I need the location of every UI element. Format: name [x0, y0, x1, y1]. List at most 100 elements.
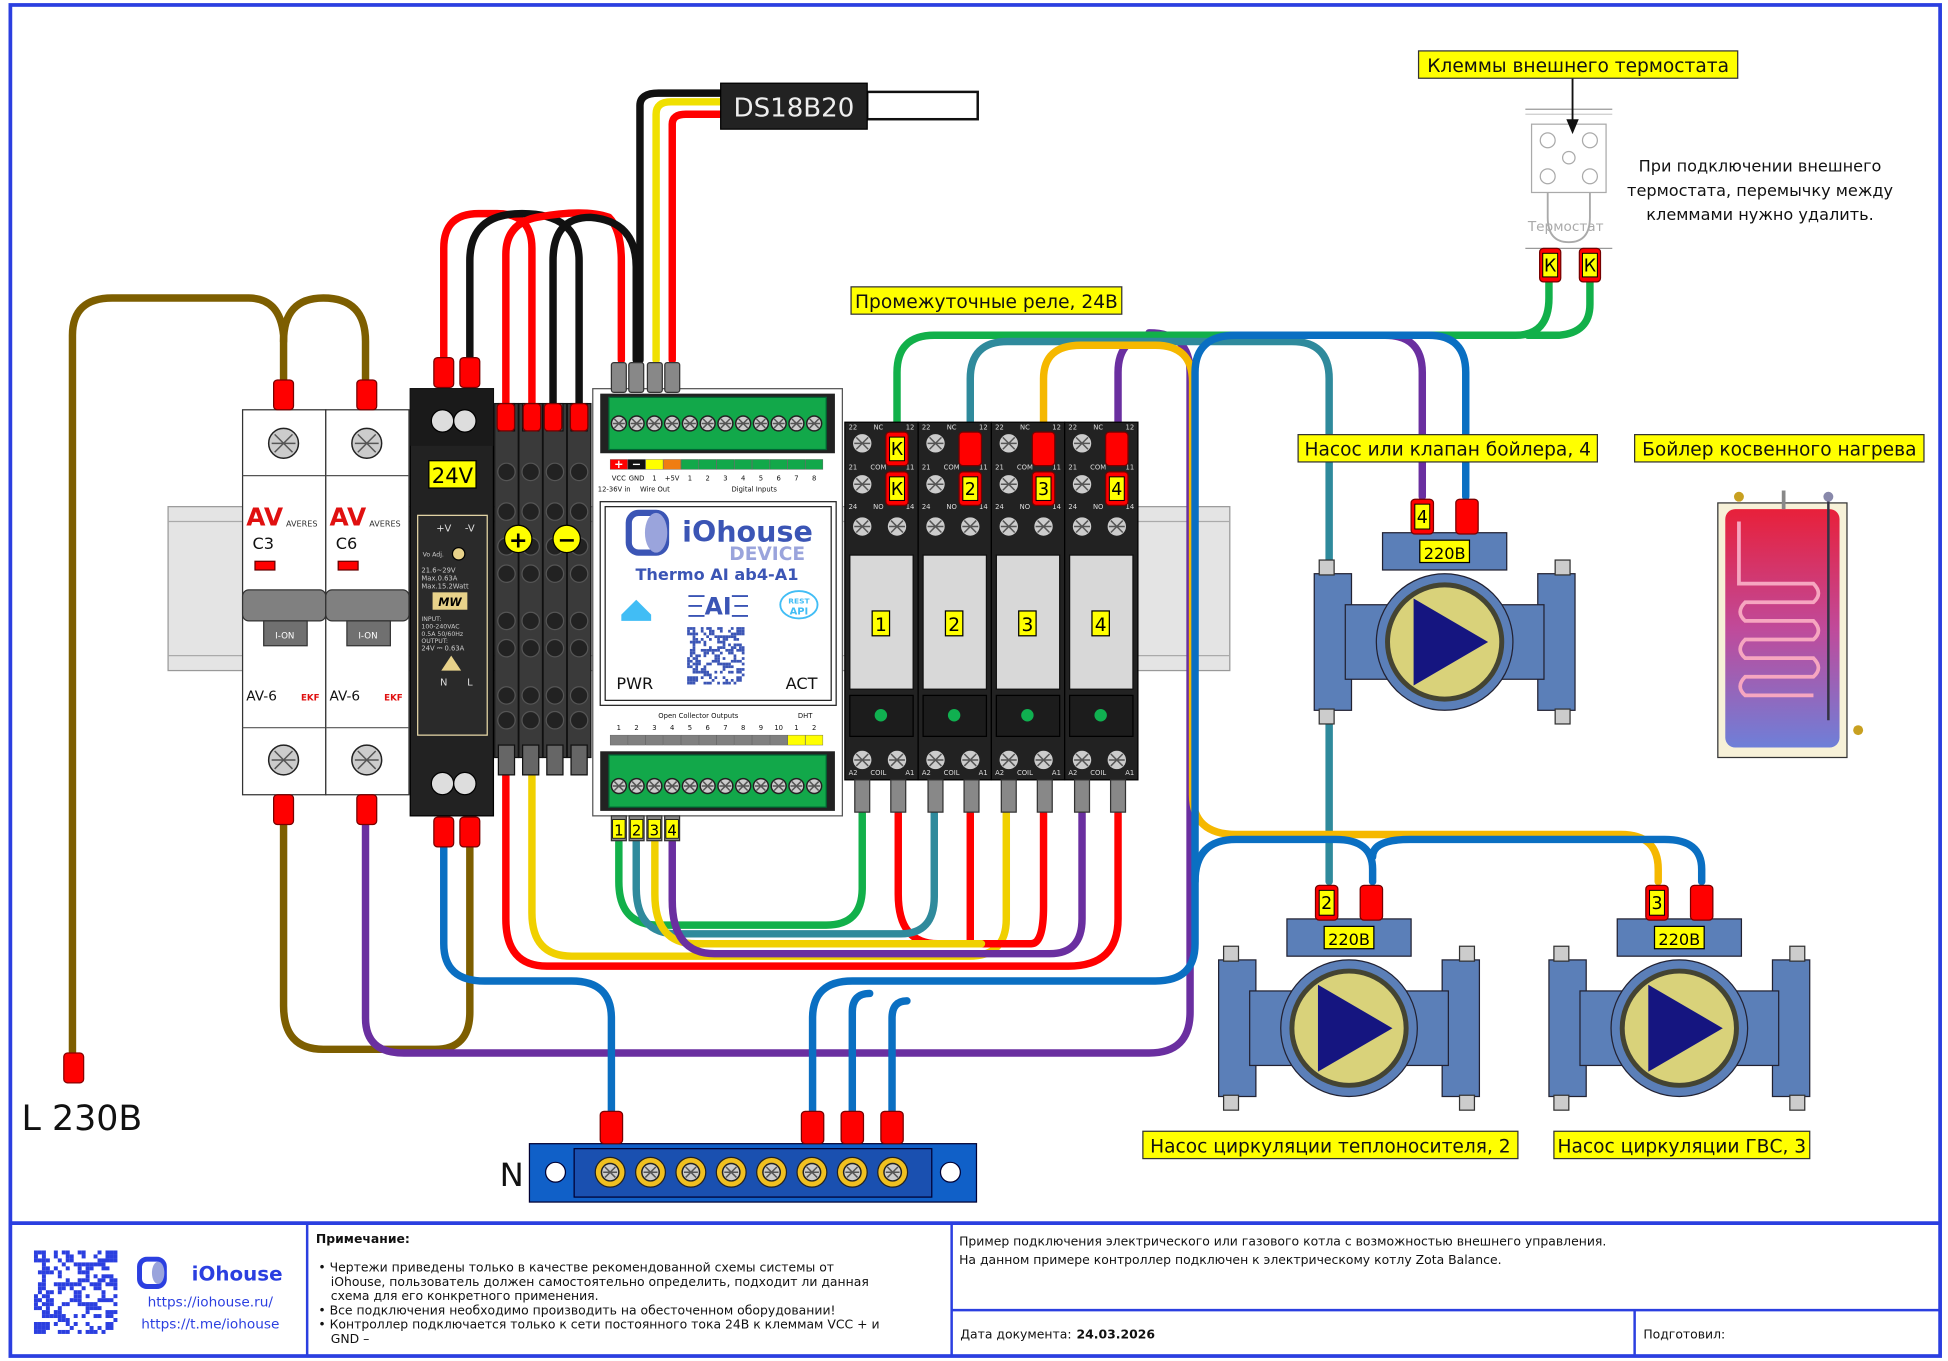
neutral-label: N [500, 1156, 524, 1194]
wire-blue-pump3 [1368, 835, 1706, 886]
qr-module [709, 632, 712, 636]
qr-module [81, 1262, 86, 1267]
relay-terminal-label: 21 [1068, 463, 1077, 471]
qr-module [33, 1322, 38, 1326]
controller-terminal-screw-icon [770, 415, 787, 432]
qr-module [709, 673, 712, 677]
qr-module [97, 1262, 102, 1267]
terminal-hole [497, 564, 516, 584]
qr-module [69, 1286, 74, 1291]
psu-plus-label: +V [436, 523, 451, 534]
qr-module [709, 662, 712, 666]
breaker-bottom-ferrule [273, 794, 295, 826]
qr-module [113, 1282, 118, 1287]
wire-red-psu-plus [440, 209, 536, 408]
qr-module [700, 638, 704, 641]
relay-screw-icon [924, 515, 947, 538]
relay-terminal-label: NC [1020, 424, 1030, 432]
relay-screw-icon [851, 473, 873, 495]
qr-module [739, 668, 742, 671]
relay-screw-icon [998, 432, 1020, 454]
psu-specs: Max.0.63A [421, 575, 457, 583]
qr-module [741, 657, 745, 660]
qr-module [736, 632, 740, 636]
note-line: • Контроллер подключается только к сети … [318, 1317, 879, 1332]
relay-screw-icon [959, 749, 981, 771]
qr-module [706, 651, 710, 655]
breaker-brand: AVERES [369, 520, 400, 529]
breaker-model: AV-6 [330, 688, 361, 704]
qr-module [97, 1298, 102, 1303]
qr-module [53, 1250, 58, 1255]
busbar-ferrule [800, 1110, 825, 1145]
breaker-handle[interactable] [241, 589, 327, 622]
qr-module [85, 1266, 90, 1271]
input-pin-label: GND [629, 475, 645, 483]
qr-module [730, 646, 734, 649]
breaker-logo: AV [246, 502, 284, 531]
plus-bus-icon [503, 524, 533, 554]
input-color-strip [716, 459, 735, 470]
qr-module [45, 1270, 50, 1275]
wire-sensor-black [636, 89, 725, 364]
output-color-strip [716, 734, 735, 746]
ferrule-tag: 2 [1321, 894, 1332, 914]
breaker-handle[interactable] [325, 589, 410, 622]
qr-module [700, 627, 704, 630]
qr-module [730, 659, 734, 663]
qr-module [37, 1329, 42, 1334]
qr-module [725, 679, 729, 682]
busbar-screw-icon [762, 1162, 782, 1182]
terminal-hole [569, 638, 589, 658]
qr-module [93, 1306, 98, 1311]
qr-module [692, 681, 696, 685]
qr-module [730, 670, 734, 674]
input-color-strip [805, 459, 824, 470]
footer-qr-code[interactable] [33, 1250, 118, 1334]
relay-terminal-label: COIL [1090, 769, 1106, 777]
voltage-adjust-knob[interactable] [451, 547, 466, 561]
relay-terminal-label: 11 [1126, 463, 1135, 471]
site-link[interactable]: https://iohouse.ru/ [148, 1294, 274, 1310]
input-color-strip [645, 459, 664, 470]
breaker-rating: C3 [253, 534, 275, 553]
label-thermostat-terminals: Клеммы внешнего термостата [1417, 50, 1739, 79]
coil-ferrule [1000, 779, 1017, 813]
relay-led-indicator [1094, 709, 1107, 722]
qr-module [109, 1298, 114, 1303]
qr-module [41, 1250, 46, 1255]
output-pin-label: 7 [723, 724, 727, 732]
qr-module [706, 670, 710, 674]
qr-module [714, 676, 718, 680]
controller-terminal-screw-icon [681, 415, 699, 432]
label-boiler-text: Бойлер косвенного нагрева [1642, 440, 1916, 461]
qr-module [89, 1306, 94, 1311]
relay-terminal-label: 24 [922, 503, 931, 511]
qr-module [692, 679, 696, 682]
telegram-link[interactable]: https://t.me/iohouse [141, 1317, 279, 1333]
qr-module [695, 659, 699, 663]
qr-module [49, 1290, 54, 1295]
input-color-strip [627, 459, 646, 470]
output-tag: 2 [632, 822, 641, 840]
breaker-top-ferrule [273, 379, 295, 411]
qr-module [53, 1266, 58, 1271]
qr-module [93, 1282, 98, 1287]
input-pin-label: 4 [741, 475, 745, 483]
flange-bolt-icon [1318, 708, 1335, 725]
input-pin-label: 1 [688, 475, 692, 483]
qr-module [700, 648, 704, 652]
terminal-hole [545, 611, 565, 631]
ferrule-tag: 4 [1111, 480, 1122, 500]
qr-module [722, 657, 726, 660]
controller-qr-code [687, 627, 745, 685]
input-ferrule [628, 361, 645, 394]
qr-module [73, 1314, 78, 1319]
wire-blue-pump2 [1191, 835, 1377, 886]
flange-bolt-icon [1458, 945, 1476, 962]
qr-module [45, 1294, 50, 1299]
qr-module [725, 635, 729, 639]
qr-module [65, 1278, 70, 1283]
coil-ferrule [1073, 779, 1091, 813]
qr-module [45, 1314, 50, 1319]
